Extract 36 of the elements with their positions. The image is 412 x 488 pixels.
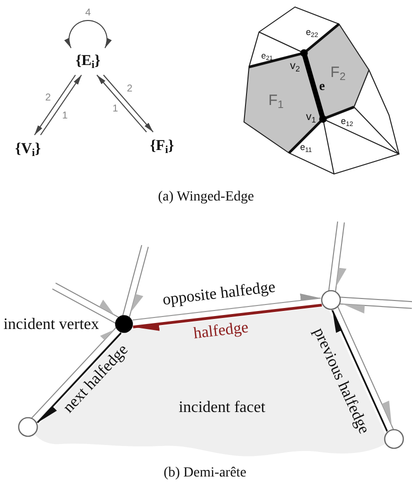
mesh-edge-label: e$_{22}$ — [306, 28, 318, 38]
face-label: F$_{2}$ — [330, 64, 346, 82]
halfedge-arrow — [332, 310, 388, 432]
edge-label: opposite halfedge — [162, 278, 276, 310]
vertex-dot — [115, 315, 133, 333]
edge-label: 2 — [45, 92, 51, 104]
edge-label: 2 — [126, 84, 132, 94]
facet-label: incident facet — [178, 399, 266, 417]
set-label: {F$_{i}$} — [146, 136, 178, 156]
vertex-label: incident vertex — [3, 316, 99, 334]
mesh-edge-label: e$_{21}$ — [261, 51, 273, 61]
halfedge-arrow — [132, 304, 322, 332]
arrow — [34, 74, 76, 136]
vertex-circle — [321, 290, 341, 310]
mesh-edge-label: e — [319, 78, 325, 94]
arrow — [103, 74, 154, 132]
halfedge-arrow — [36, 332, 122, 424]
set-label: {E$_{i}$} — [72, 51, 104, 71]
mesh-edge-label: e$_{11}$ — [300, 143, 312, 153]
edge-label: 4 — [85, 7, 91, 18]
face-label: F$_{1}$ — [268, 92, 284, 110]
set-label: {V$_{i}$} — [12, 139, 44, 159]
arrow — [96, 74, 147, 132]
subfigure-caption: (a) Winged-Edge — [158, 189, 254, 205]
edge-label: 1 — [112, 104, 118, 115]
halfedge-arrow — [132, 292, 322, 320]
edge-label: 1 — [62, 110, 68, 122]
vertex-label: v$_{1}$ — [306, 110, 316, 124]
vertex-label: v$_{2}$ — [290, 60, 300, 72]
arrow — [40, 74, 82, 136]
edge-label: halfedge — [192, 318, 250, 343]
mesh-edge-label: e$_{12}$ — [340, 117, 354, 127]
subfigure-caption: (b) Demi-arête — [164, 465, 246, 481]
vertex-circle — [18, 417, 38, 437]
vertex-circle — [384, 429, 404, 449]
loop-arrow — [66, 20, 110, 48]
